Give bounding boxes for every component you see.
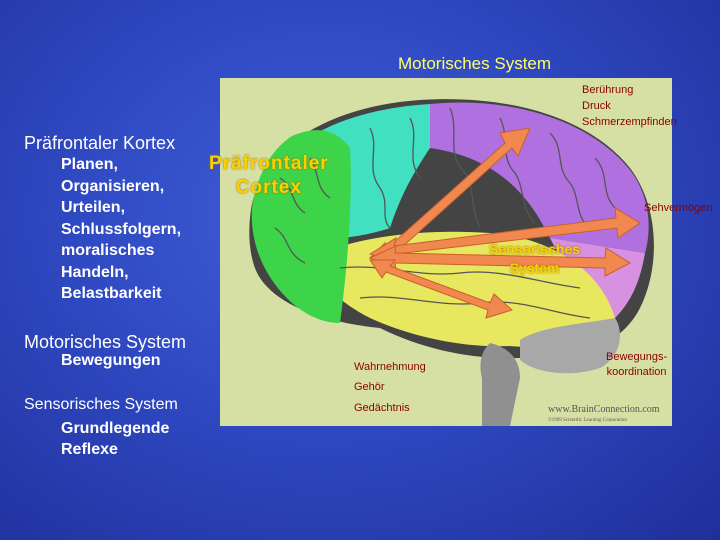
- prefrontal-cortex: [251, 130, 351, 323]
- label-line: Bewegungs-: [606, 351, 668, 363]
- label-line: Cortex: [235, 177, 302, 198]
- list-item: Grundlegende: [61, 420, 170, 437]
- parietal-lobe: [430, 102, 649, 253]
- list-item: Reflexe: [61, 441, 118, 458]
- label-line: Sensorisches: [489, 241, 581, 257]
- label-coordination: Bewegungs- koordination: [606, 350, 667, 380]
- label-line: Druck: [582, 100, 611, 112]
- motor-heading: Motorisches System: [24, 332, 187, 352]
- copyright-watermark: www.BrainConnection.com ©1999 Scientific…: [548, 404, 660, 426]
- list-item: Urteilen,: [61, 199, 126, 216]
- list-item: Bewegungen: [61, 352, 161, 369]
- label-line: Präfrontaler: [209, 153, 329, 174]
- list-item: moralisches: [61, 242, 155, 259]
- label-vision: Sehvermögen: [644, 202, 713, 214]
- brain-stem: [480, 343, 520, 426]
- label-prefrontal-cortex: Präfrontaler Cortex: [209, 152, 329, 200]
- sensory-heading: Sensorisches System: [24, 396, 178, 413]
- label-line: koordination: [606, 366, 667, 378]
- label-line: System: [509, 260, 560, 276]
- arrow-prefrontal-coordination: [369, 259, 513, 319]
- brain-illustration: [220, 78, 672, 426]
- cerebellum: [520, 318, 620, 374]
- list-item: Belastbarkeit: [61, 285, 162, 302]
- label-perception: Wahrnehmung: [354, 361, 426, 373]
- list-item: Organisieren,: [61, 177, 165, 195]
- label-memory: Gedächtnis: [354, 402, 410, 414]
- list-item: Handeln,: [61, 263, 129, 281]
- arrows: [368, 127, 641, 319]
- brain-folds: [274, 107, 616, 319]
- label-line: Berührung: [582, 84, 634, 96]
- prefrontal-list: Planen, Organisieren, Urteilen, Schlussf…: [61, 154, 181, 305]
- brain-diagram: [249, 99, 654, 426]
- list-item: Planen,: [61, 156, 118, 173]
- label-line: Schmerzempfinden: [582, 116, 677, 128]
- copyright-note: ©1999 Scientific Learning Corporation: [548, 418, 627, 423]
- motor-system-title: Motorisches System: [398, 54, 552, 73]
- label-touch: Berührung Druck Schmerzempfinden: [582, 82, 677, 130]
- label-hearing: Gehör: [354, 381, 385, 393]
- copyright-brand: www.BrainConnection.com: [548, 404, 660, 415]
- label-sensory-system: Sensorisches System: [489, 240, 580, 278]
- sensory-list: Grundlegende Reflexe: [61, 418, 169, 460]
- list-item: Schlussfolgern,: [61, 220, 182, 238]
- prefrontal-heading: Präfrontaler Kortex: [24, 133, 176, 153]
- arrow-prefrontal-sensory: [368, 245, 632, 277]
